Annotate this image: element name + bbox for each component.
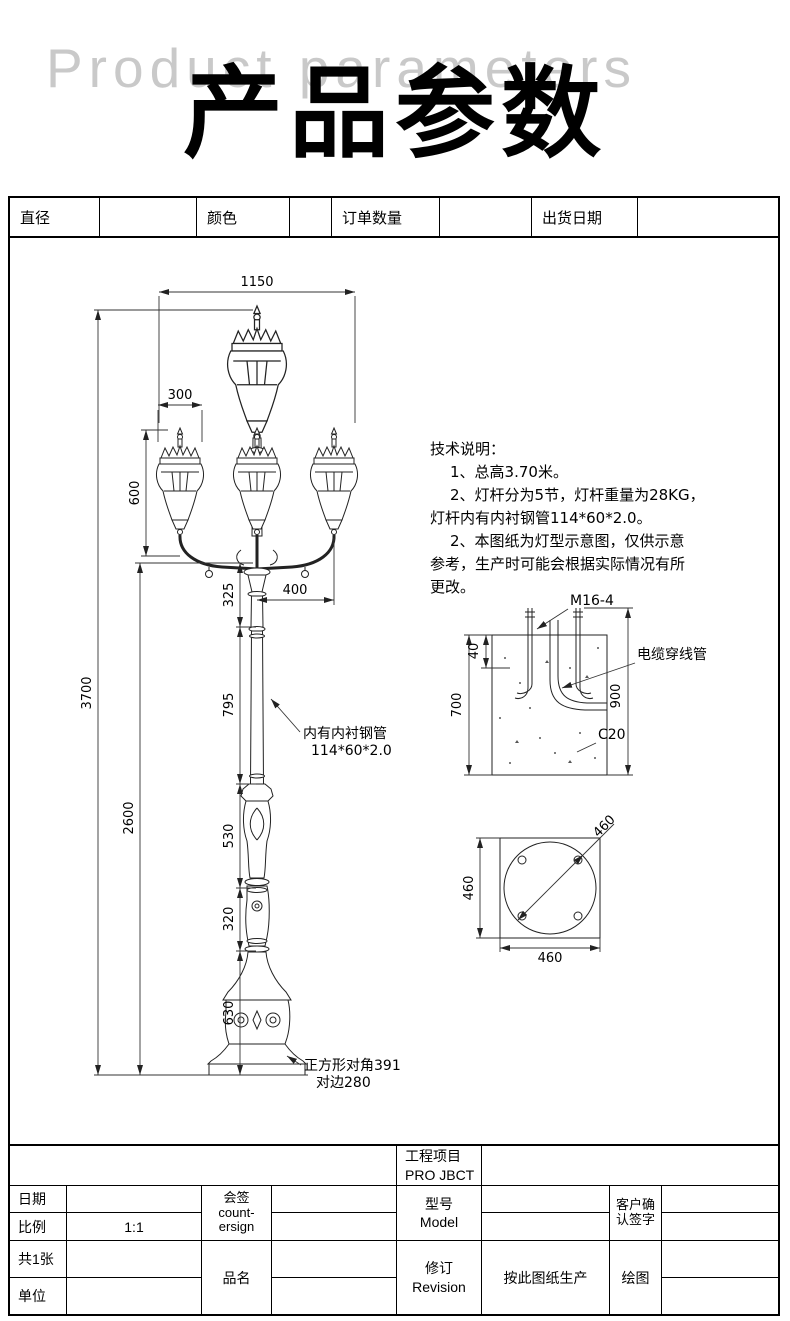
customer-line-2: 认签字 bbox=[615, 1212, 655, 1227]
dim-head-drop: 600 bbox=[128, 481, 143, 506]
lamp-callouts: 内有内衬钢管 114*60*2.0 正方形对角391 对边280 bbox=[270, 698, 401, 1091]
date-label: 日期 bbox=[10, 1186, 67, 1213]
color-label: 颜色 bbox=[197, 198, 290, 236]
page-title: 产品参数 bbox=[183, 58, 607, 170]
dim-seg-upper: 795 bbox=[222, 693, 237, 718]
dim-plan-side-v: 460 bbox=[462, 876, 477, 901]
liner-pipe-callout-line2: 114*60*2.0 bbox=[311, 743, 392, 759]
title-block-empty-cell bbox=[67, 1278, 202, 1314]
base-callout-line2: 对边280 bbox=[316, 1075, 371, 1091]
countersign-en-1: count- bbox=[218, 1204, 255, 1220]
dim-plan-side-h: 460 bbox=[538, 951, 563, 966]
dim-pole-height: 2600 bbox=[122, 801, 137, 834]
dim-head-width: 300 bbox=[168, 388, 193, 403]
dim-seg-lower: 320 bbox=[222, 907, 237, 932]
customer-sign-cell: 客户确 认签字 bbox=[610, 1186, 662, 1241]
liner-pipe-callout-line1: 内有内衬钢管 bbox=[303, 726, 387, 742]
tech-notes: 技术说明： 1、总高3.70米。 2、灯杆分为5节，灯杆重量为28KG， 灯杆内… bbox=[430, 440, 705, 596]
dim-overall-width: 1150 bbox=[240, 275, 273, 290]
dim-foundation-height: 900 bbox=[609, 684, 624, 709]
model-label: 型号 bbox=[425, 1195, 453, 1212]
tech-notes-heading: 技术说明： bbox=[430, 440, 505, 458]
product-name-label: 品名 bbox=[202, 1241, 272, 1314]
lamp-elevation bbox=[155, 305, 359, 1076]
title-block-empty-cell bbox=[482, 1186, 610, 1213]
foundation-dimensions: 40 700 900 M16-4 电缆穿线管 C20 bbox=[450, 593, 707, 776]
revision-cn: 修订 bbox=[425, 1260, 453, 1277]
title-block-empty-cell bbox=[662, 1186, 778, 1213]
foundation-section bbox=[491, 608, 608, 776]
anchor-bolts-callout: M16-4 bbox=[570, 593, 614, 609]
ship-date-value-cell bbox=[638, 198, 778, 236]
diameter-value-cell bbox=[100, 198, 197, 236]
title-block: 工程项目 PRO JBCT 日期 比例 1:1 会签 count- ersign… bbox=[8, 1146, 780, 1316]
cable-conduit-callout: 电缆穿线管 bbox=[637, 647, 707, 663]
tech-note-5: 参考，生产时可能会根据实际情况有所 bbox=[430, 555, 685, 573]
title-block-empty-cell bbox=[272, 1186, 397, 1213]
drawing-canvas: 1150 300 600 3700 2600 325 795 530 320 6… bbox=[80, 275, 707, 1091]
project-value: PRO JBCT bbox=[405, 1166, 475, 1183]
left-arm bbox=[178, 534, 258, 571]
color-value-cell bbox=[290, 198, 332, 236]
tech-note-6: 更改。 bbox=[430, 578, 475, 596]
title-block-empty-cell bbox=[662, 1213, 778, 1241]
production-note: 按此图纸生产 bbox=[482, 1241, 610, 1314]
countersign-en-2: ersign bbox=[218, 1219, 255, 1235]
lamp-dimensions: 1150 300 600 3700 2600 325 795 530 320 6… bbox=[80, 275, 356, 1076]
title-block-empty-cell bbox=[482, 1146, 778, 1186]
title-block-empty-cell bbox=[67, 1241, 202, 1278]
sheet-count-label: 共1张 bbox=[10, 1241, 67, 1278]
title-block-empty-cell bbox=[272, 1241, 397, 1278]
model-cell: 型号 Model bbox=[397, 1186, 482, 1241]
dim-total-height: 3700 bbox=[80, 676, 95, 709]
title-block-empty-cell bbox=[662, 1241, 778, 1278]
diameter-label: 直径 bbox=[10, 198, 100, 236]
watermark-text: Product parameters bbox=[46, 37, 637, 99]
countersign-cn: 会签 bbox=[223, 1189, 250, 1205]
project-cell: 工程项目 PRO JBCT bbox=[397, 1146, 482, 1186]
tech-note-2: 2、灯杆分为5节，灯杆重量为28KG， bbox=[450, 486, 705, 504]
unit-label: 单位 bbox=[10, 1278, 67, 1314]
scale-label: 比例 bbox=[10, 1213, 67, 1241]
scale-value: 1:1 bbox=[67, 1213, 202, 1241]
spec-header-row: 直径 颜色 订单数量 出货日期 bbox=[8, 196, 780, 238]
concrete-texture bbox=[499, 647, 599, 764]
dim-bolt-offset: 40 bbox=[467, 643, 482, 660]
model-en: Model bbox=[419, 1214, 459, 1230]
dim-foundation-depth: 700 bbox=[450, 693, 465, 718]
order-qty-label: 订单数量 bbox=[332, 198, 440, 236]
revision-cell: 修订 Revision bbox=[397, 1241, 482, 1314]
revision-en: Revision bbox=[412, 1278, 466, 1295]
dim-plan-diagonal: 460 bbox=[590, 812, 618, 840]
title-block-empty-cell bbox=[662, 1278, 778, 1314]
countersign-cell: 会签 count- ersign bbox=[202, 1186, 272, 1241]
date-value-cell bbox=[67, 1186, 202, 1213]
title-block-empty-cell bbox=[482, 1213, 610, 1241]
drawing-label: 绘图 bbox=[610, 1241, 662, 1314]
dim-arm-length: 400 bbox=[283, 583, 308, 598]
dim-seg-mid: 530 bbox=[222, 824, 237, 849]
title-block-empty-cell bbox=[10, 1146, 397, 1186]
title-block-empty-cell bbox=[272, 1278, 397, 1314]
tech-note-4: 2、本图纸为灯型示意图，仅供示意 bbox=[450, 532, 685, 550]
dim-seg-top: 325 bbox=[222, 583, 237, 608]
base-callout-line1: 正方形对角391 bbox=[304, 1058, 401, 1074]
concrete-grade-callout: C20 bbox=[598, 727, 626, 743]
cable-conduit-pipe bbox=[549, 620, 607, 711]
tech-note-1: 1、总高3.70米。 bbox=[450, 463, 568, 481]
dim-seg-base: 630 bbox=[222, 1001, 237, 1026]
right-arm bbox=[256, 534, 336, 571]
tech-note-3: 灯杆内有内衬钢管114*60*2.0。 bbox=[430, 509, 652, 527]
ship-date-label: 出货日期 bbox=[532, 198, 638, 236]
customer-line-1: 客户确 bbox=[615, 1197, 655, 1213]
project-label: 工程项目 bbox=[405, 1148, 461, 1165]
title-block-empty-cell bbox=[272, 1213, 397, 1241]
technical-drawing: 1150 300 600 3700 2600 325 795 530 320 6… bbox=[8, 238, 780, 1146]
order-qty-value-cell bbox=[440, 198, 532, 236]
